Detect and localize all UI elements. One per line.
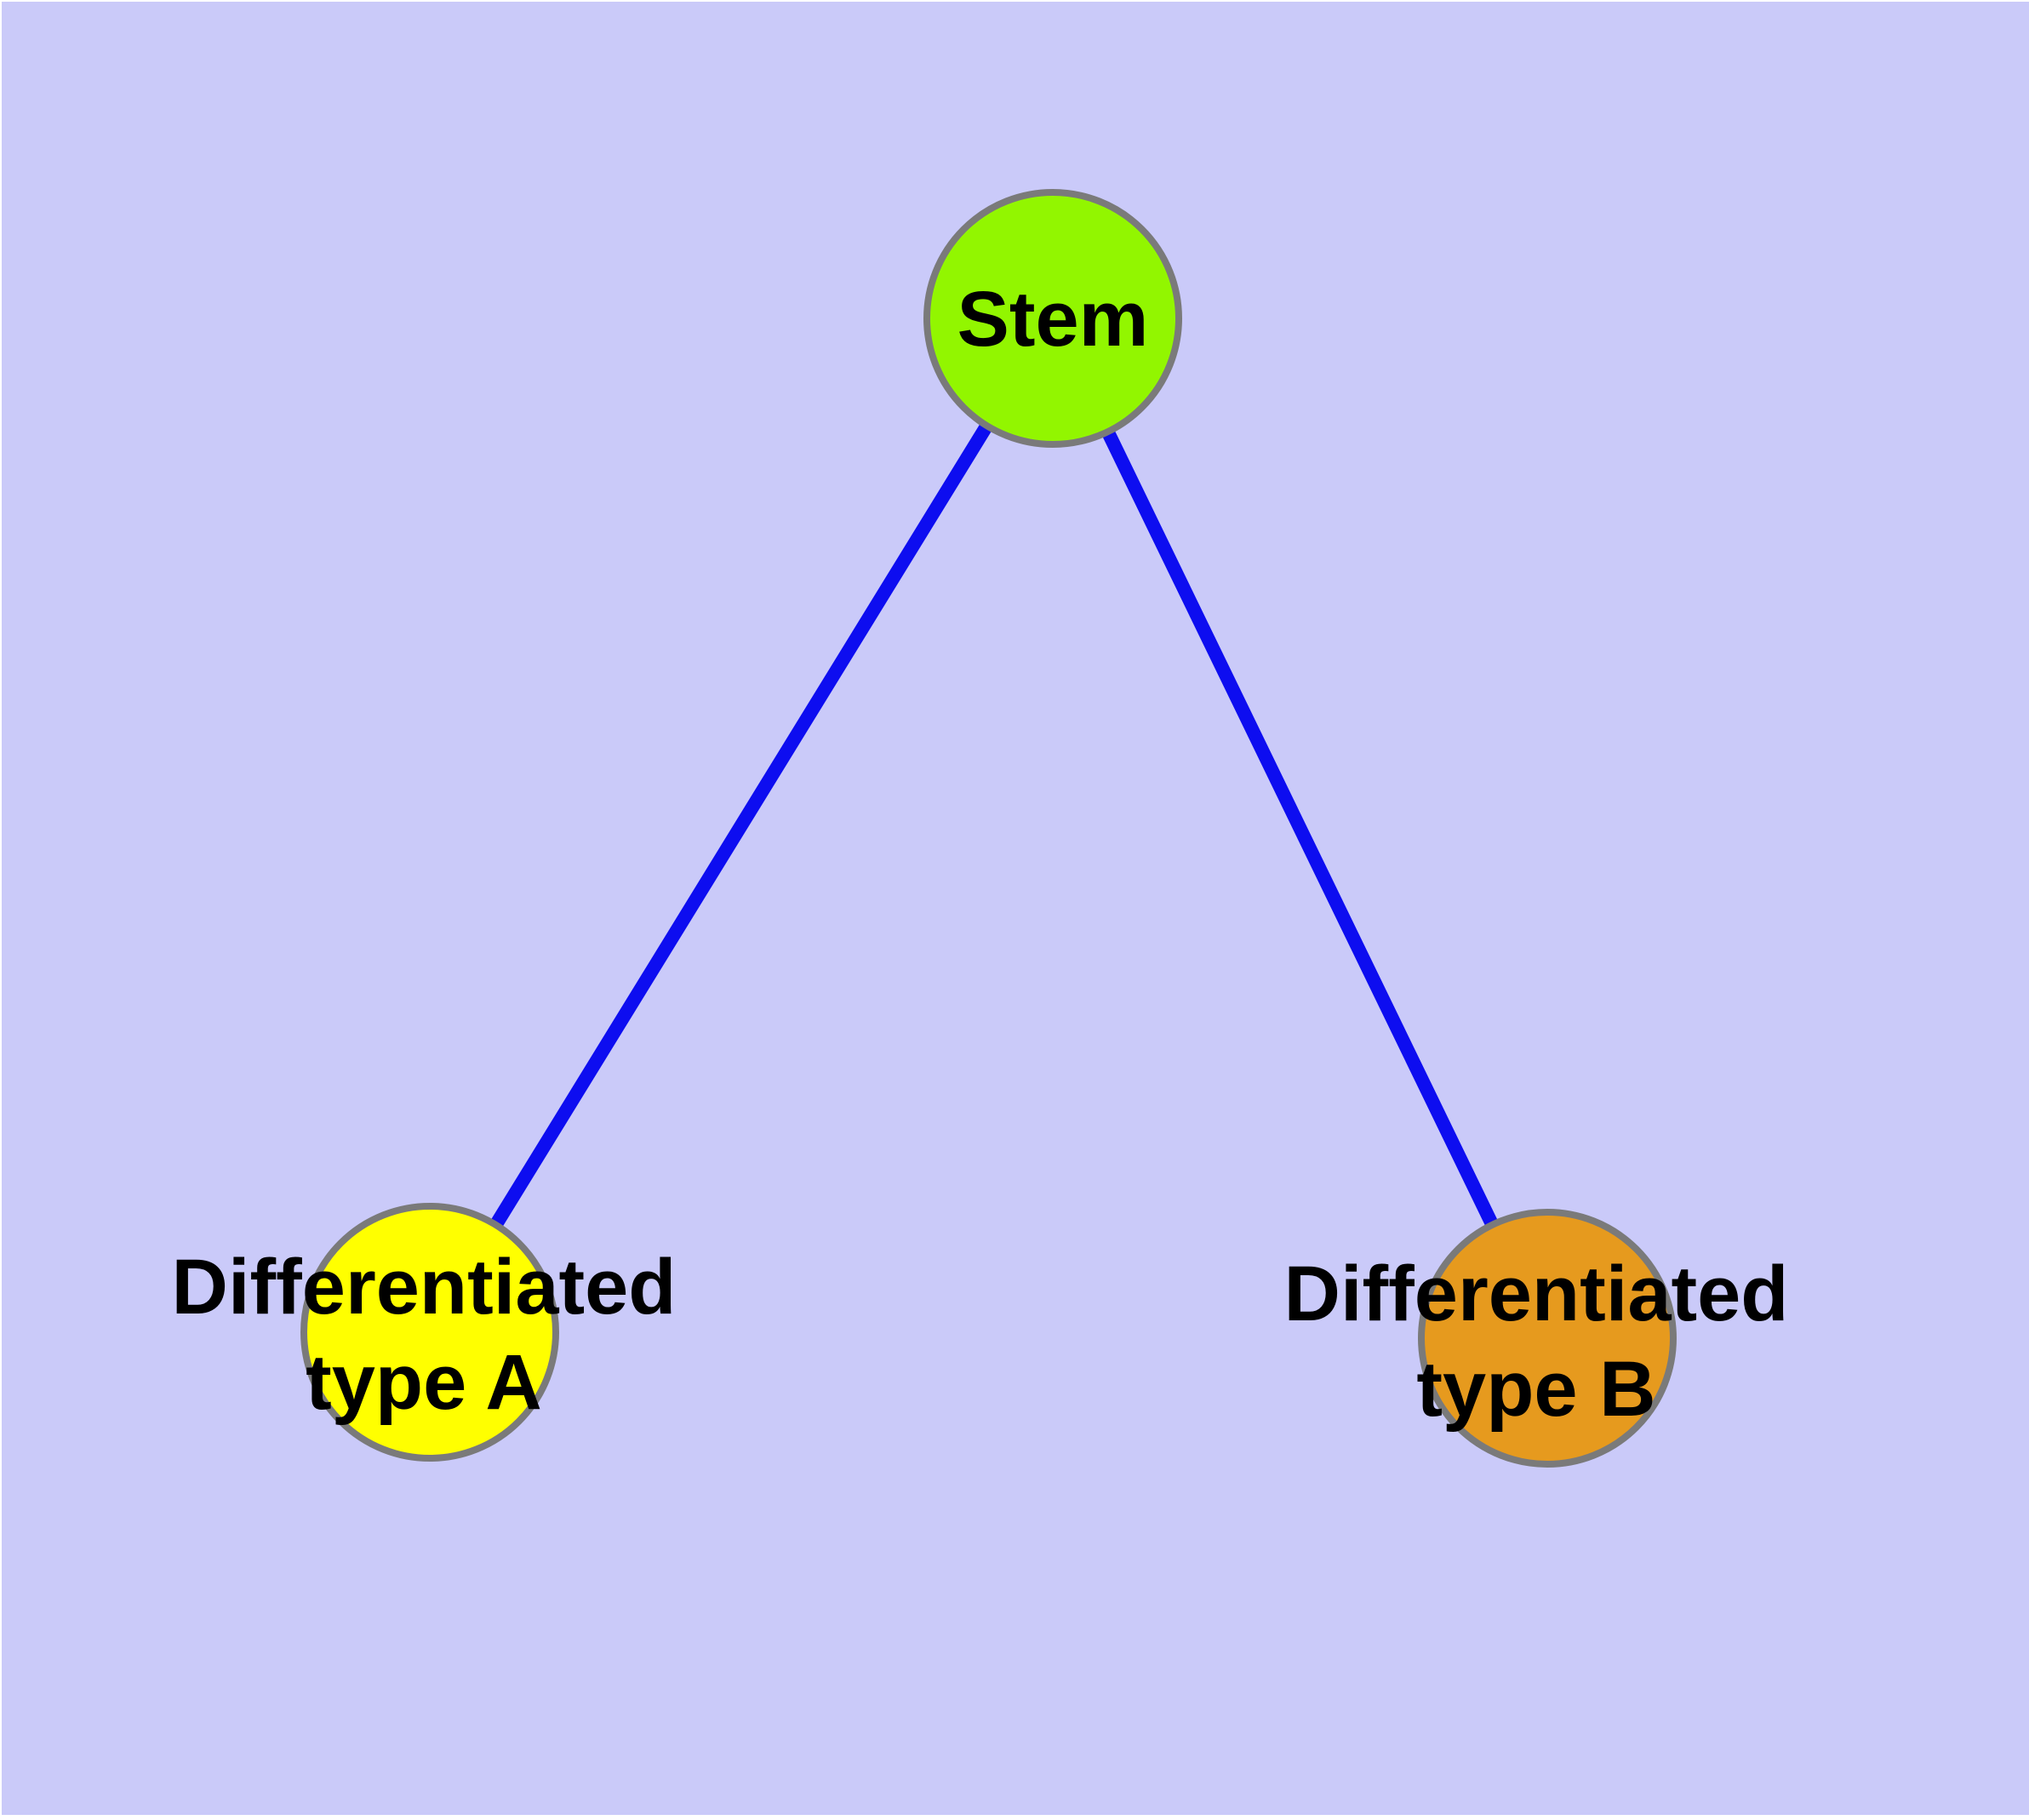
node-stem — [923, 189, 1182, 448]
node-differentiated-type-a — [300, 1203, 559, 1462]
node-label-differentiated-type-a: Differentiated type A — [171, 1244, 677, 1426]
edge-stem-to-type-b — [1046, 315, 1554, 1342]
edge-stem-to-type-a — [424, 314, 1059, 1336]
node-label-differentiated-type-b: Differentiated type B — [1283, 1251, 1789, 1433]
node-label-stem: Stem — [957, 276, 1149, 363]
node-differentiated-type-b — [1418, 1209, 1677, 1468]
